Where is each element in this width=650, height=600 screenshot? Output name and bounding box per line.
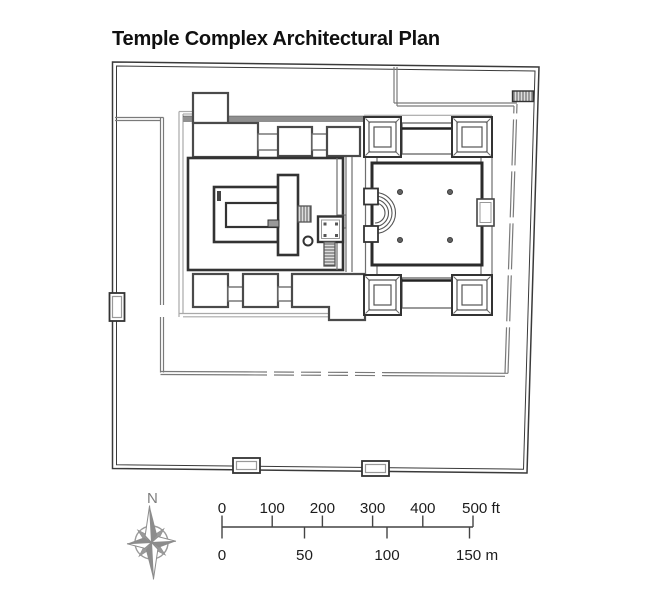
inner-enclosure-wall — [115, 67, 518, 377]
entrance-pylon-south — [363, 225, 379, 243]
west-gate — [108, 292, 126, 322]
pavilion-column — [323, 222, 327, 226]
page-title: Temple Complex Architectural Plan — [112, 28, 440, 50]
scale-m-label: 50 — [296, 547, 313, 564]
pavilion-column — [335, 234, 338, 237]
north-room-1 — [191, 121, 260, 159]
temple-platform-terraces — [178, 110, 329, 318]
south-corridor-1 — [227, 286, 244, 302]
north-room-3 — [325, 125, 362, 158]
northwest-gate-block — [191, 91, 230, 125]
corner-tower-northeast — [451, 116, 493, 158]
scale-ft-label: 200 — [310, 500, 335, 517]
scale-ft-label: 0 — [218, 500, 226, 517]
south-room-2 — [241, 272, 280, 309]
scale-bar: 0 100 200 300 400 500 ft 0 50 100 150 m — [218, 500, 501, 564]
scale-feet-ticks — [221, 515, 474, 527]
shrine-doorway-marker — [217, 191, 221, 201]
shrine-well — [302, 235, 314, 247]
scale-ft-label: 300 — [360, 500, 385, 517]
north-label: N — [147, 490, 158, 507]
scale-meter-ticks — [221, 527, 471, 539]
south-gate-west — [232, 457, 261, 474]
hall-column — [396, 236, 403, 243]
scale-m-label: 0 — [218, 547, 226, 564]
pavilion-column — [323, 234, 327, 237]
scale-feet-labels: 0 100 200 300 400 500 ft — [218, 500, 501, 517]
shrine-sanctum-bar — [276, 173, 300, 257]
scale-ft-label: 500 ft — [462, 500, 501, 517]
pavilion-stairs — [323, 241, 336, 267]
corner-tower-southeast — [451, 274, 493, 316]
scale-m-label: 150 m — [456, 547, 498, 564]
scale-ft-label: 100 — [260, 500, 285, 517]
outer-wall-inner-line — [116, 65, 536, 470]
compass-rose — [126, 505, 177, 580]
east-court — [363, 114, 495, 316]
pillared-pavilion — [316, 215, 345, 267]
scale-m-label: 100 — [374, 547, 399, 564]
central-shrine — [212, 173, 314, 257]
scale-meter-labels: 0 50 100 150 m — [218, 547, 498, 564]
shrine-east-stairs — [297, 205, 312, 223]
south-corridor-2 — [277, 286, 293, 302]
temple-perimeter-rooms — [191, 91, 367, 322]
hall-column — [396, 188, 403, 195]
south-wall-band — [401, 277, 453, 309]
east-court-hall — [370, 161, 484, 267]
pavilion-column — [335, 222, 338, 226]
north-corridor-1 — [257, 133, 279, 151]
northeast-gate — [511, 90, 535, 103]
corner-tower-northwest — [363, 116, 402, 158]
scale-ft-label: 400 — [410, 500, 435, 517]
shrine-step-block — [267, 219, 280, 228]
east-wall-projection — [476, 198, 495, 227]
corner-tower-southwest — [363, 274, 402, 316]
hall-column — [446, 236, 453, 243]
hall-column — [446, 188, 453, 195]
entrance-pylon-north — [363, 187, 379, 206]
north-room-2 — [276, 125, 314, 158]
south-gate-east — [361, 460, 390, 477]
north-corridor-2 — [311, 133, 328, 151]
south-room-1 — [191, 272, 230, 309]
